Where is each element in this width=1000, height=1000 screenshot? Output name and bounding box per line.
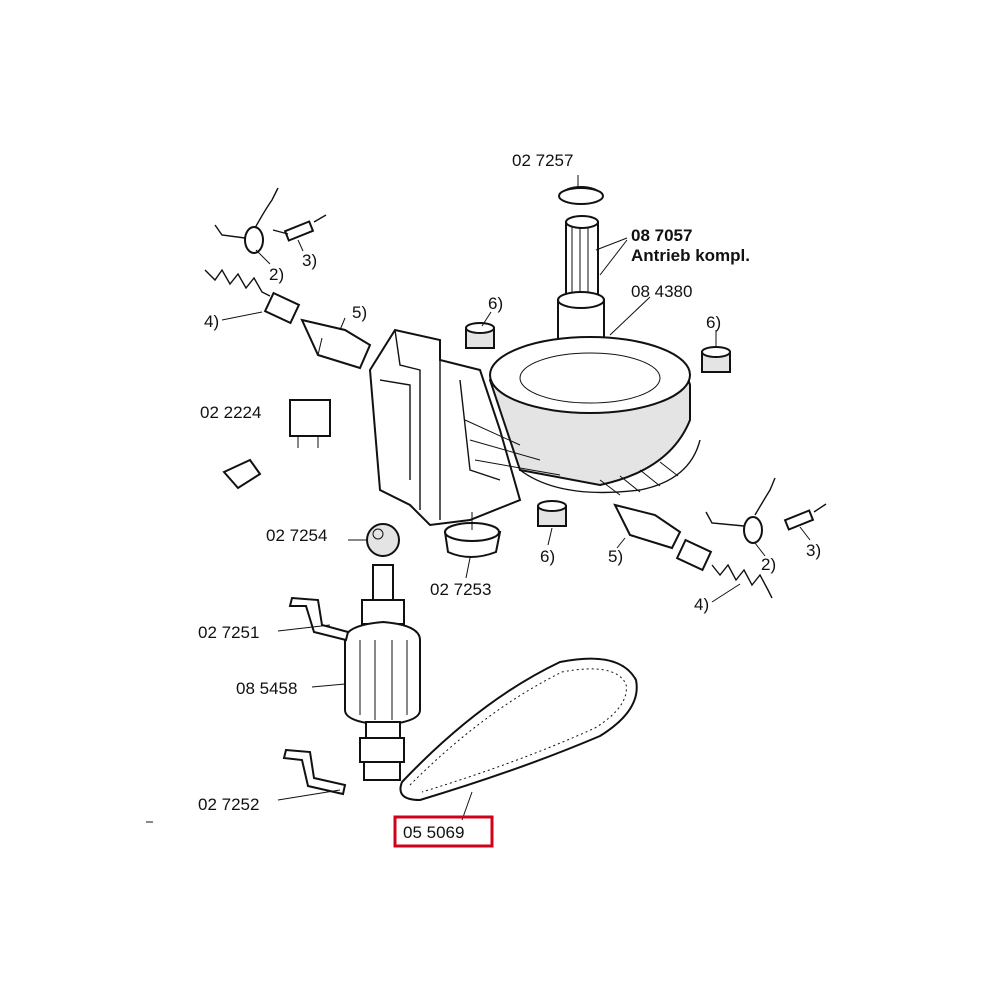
armature	[344, 564, 421, 781]
note-3-top: 3)	[302, 251, 317, 270]
label-022224: 02 2224	[200, 403, 261, 422]
spring-brush-left	[204, 268, 301, 325]
note-6-c: 6)	[540, 547, 555, 566]
note-2-bottom: 2)	[761, 555, 776, 574]
gear-wheel	[488, 336, 701, 496]
note-5-bottom: 5)	[608, 547, 623, 566]
note-3-bottom: 3)	[806, 541, 821, 560]
label-055069: 05 5069	[403, 823, 464, 842]
capacitor	[289, 399, 331, 448]
highlight-box	[393, 815, 494, 848]
label-027254: 02 7254	[266, 526, 327, 545]
note-6-a: 6)	[488, 294, 503, 313]
o-ring	[558, 187, 604, 205]
label-027252: 02 7252	[198, 795, 259, 814]
note-4-bottom: 4)	[694, 595, 709, 614]
toothed-belt	[399, 657, 638, 802]
label-027253: 02 7253	[430, 580, 491, 599]
bearing-cup	[443, 512, 502, 558]
note-4-top: 4)	[204, 312, 219, 331]
bracket-top	[288, 596, 350, 642]
nut-2	[701, 346, 731, 373]
note-2-top: 2)	[269, 265, 284, 284]
bearing-ball	[366, 523, 400, 557]
note-5-top: 5)	[352, 303, 367, 322]
leader-lines	[221, 175, 811, 821]
brush-wire-right	[705, 477, 827, 544]
label-085458: 08 5458	[236, 679, 297, 698]
motor-housing	[368, 328, 561, 527]
part-labels: 02 7257 08 7057 Antrieb kompl. 08 4380 0…	[198, 151, 821, 842]
spring-brush-right	[675, 538, 773, 599]
label-084380: 08 4380	[631, 282, 692, 301]
label-antrieb: Antrieb kompl.	[631, 246, 750, 265]
brush-wire-left	[214, 187, 327, 254]
label-027257: 02 7257	[512, 151, 573, 170]
brush-holder-right	[613, 503, 682, 550]
small-clip	[222, 458, 262, 490]
bracket-bottom	[282, 748, 347, 796]
note-6-b: 6)	[706, 313, 721, 332]
nut-3	[537, 500, 567, 527]
label-087057: 08 7057	[631, 226, 692, 245]
nut-1	[465, 322, 495, 349]
label-027251: 02 7251	[198, 623, 259, 642]
brush-holder-left	[300, 318, 372, 370]
